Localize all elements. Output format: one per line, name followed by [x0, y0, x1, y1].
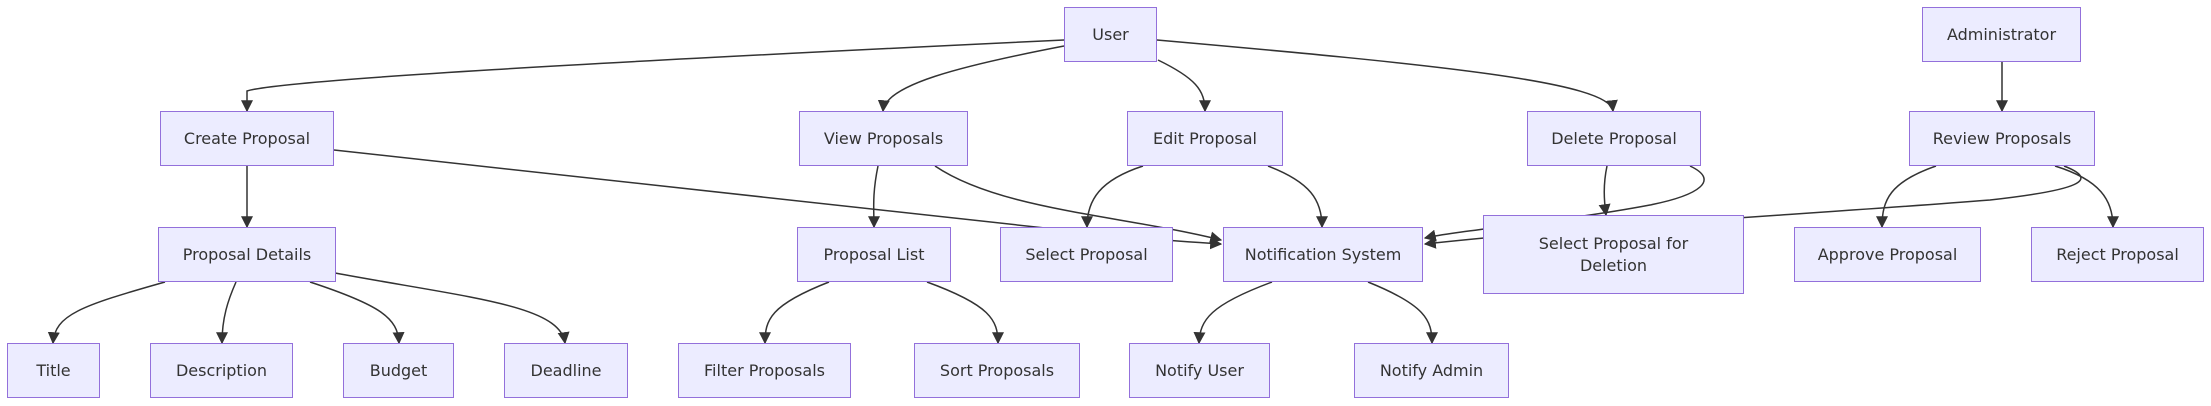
edge-edit-proposal-select-proposal: [1081, 165, 1144, 229]
edge-user-delete-proposal: [1156, 39, 1618, 113]
node-select-proposal-for-deletion: Select Proposal for Deletion: [1483, 215, 1744, 294]
node-approve-proposal: Approve Proposal: [1794, 227, 1981, 282]
edge-proposal-list-sort-proposals: [926, 281, 1004, 345]
node-review-proposals: Review Proposals: [1909, 111, 2095, 166]
edge-notification-system-notify-user: [1193, 281, 1273, 345]
node-administrator: Administrator: [1922, 7, 2081, 62]
edge-proposal-details-budget: [309, 281, 405, 345]
node-proposal-list: Proposal List: [797, 227, 951, 282]
edge-user-create-proposal: [241, 39, 1065, 113]
node-deadline: Deadline: [504, 343, 628, 398]
node-reject-proposal: Reject Proposal: [2031, 227, 2204, 282]
edge-proposal-details-title: [47, 281, 166, 345]
edge-view-proposals-notification-system: [934, 165, 1223, 244]
edge-review-proposals-approve-proposal: [1876, 165, 1937, 229]
node-description: Description: [150, 343, 293, 398]
edge-proposal-details-deadline: [334, 272, 570, 345]
edge-delete-proposal-select-proposal-for-deletion: [1598, 165, 1611, 217]
node-delete-proposal: Delete Proposal: [1527, 111, 1701, 166]
edge-review-proposals-reject-proposal: [2054, 165, 2119, 229]
edge-view-proposals-proposal-list: [867, 165, 880, 229]
node-notification-system: Notification System: [1223, 227, 1423, 282]
node-budget: Budget: [343, 343, 454, 398]
node-edit-proposal: Edit Proposal: [1127, 111, 1283, 166]
node-select-proposal: Select Proposal: [1000, 227, 1173, 282]
node-view-proposals: View Proposals: [799, 111, 968, 166]
edge-notification-system-notify-admin: [1367, 281, 1438, 345]
node-notify-user: Notify User: [1129, 343, 1270, 398]
edge-edit-proposal-notification-system: [1267, 165, 1328, 229]
edge-user-edit-proposal: [1157, 59, 1211, 113]
edge-proposal-list-filter-proposals: [759, 281, 830, 345]
node-filter-proposals: Filter Proposals: [678, 343, 851, 398]
node-sort-proposals: Sort Proposals: [914, 343, 1080, 398]
node-create-proposal: Create Proposal: [160, 111, 334, 166]
node-notify-admin: Notify Admin: [1354, 343, 1509, 398]
edge-delete-proposal-notification-system: [1423, 165, 1705, 242]
node-proposal-details: Proposal Details: [158, 227, 336, 282]
edge-user-view-proposals: [877, 45, 1065, 113]
edge-proposal-details-description: [216, 281, 237, 345]
node-user: User: [1064, 7, 1157, 62]
node-title: Title: [7, 343, 100, 398]
